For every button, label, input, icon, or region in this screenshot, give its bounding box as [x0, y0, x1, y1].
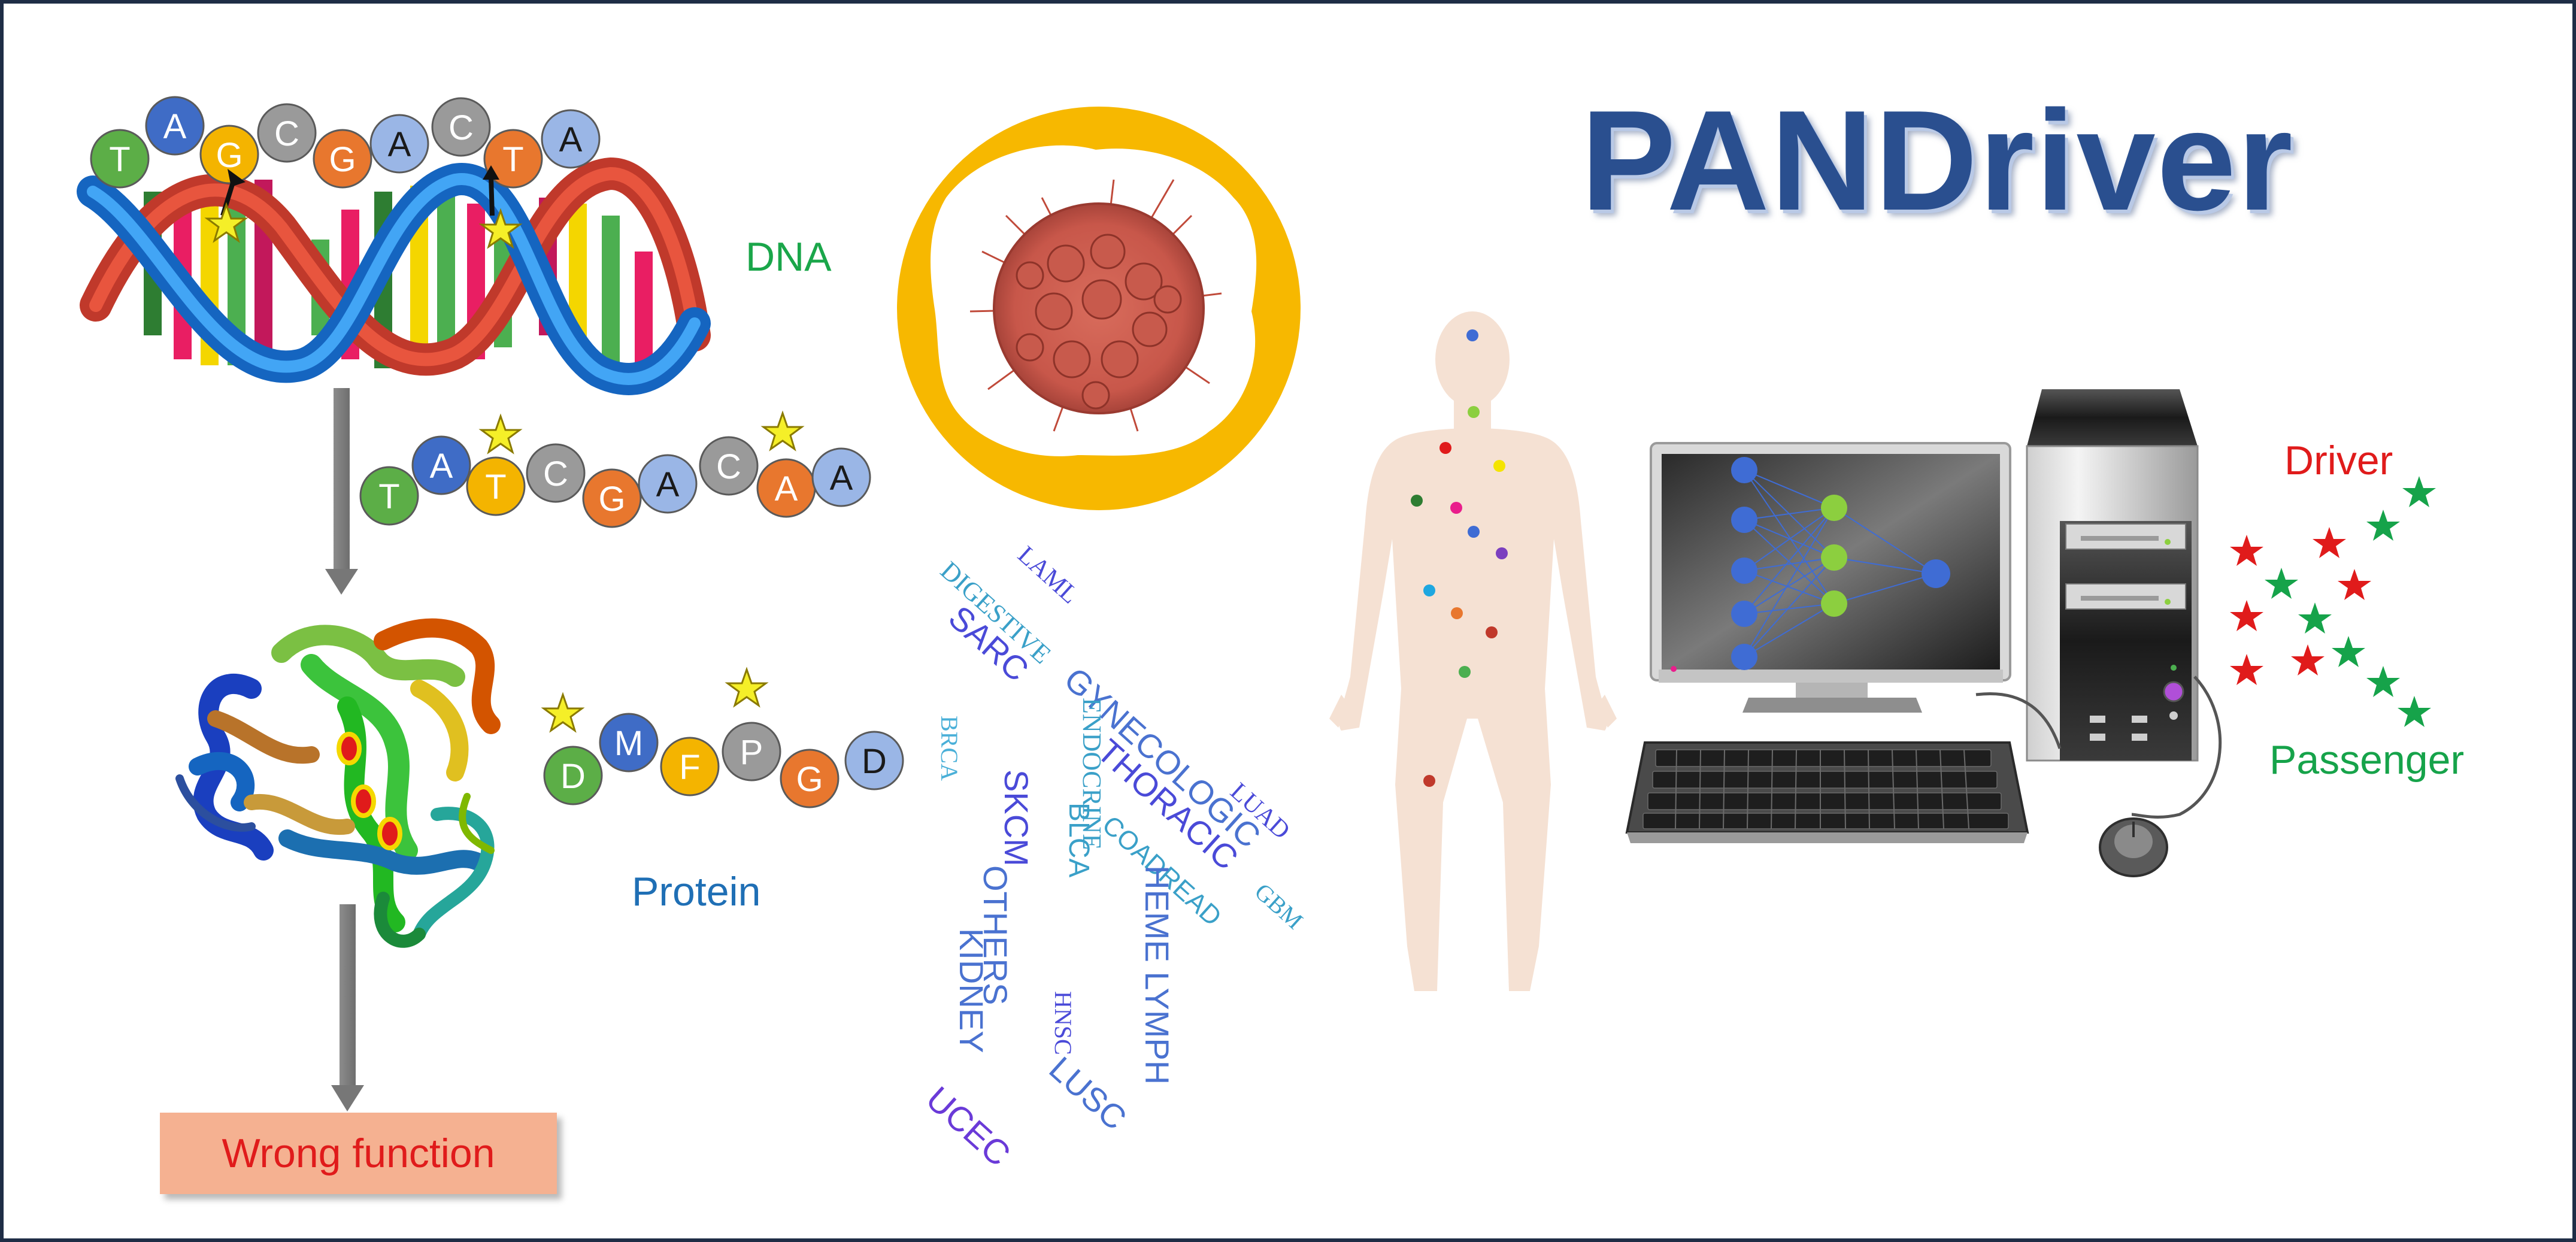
star-icon: [2398, 696, 2431, 727]
base-letter: T: [378, 477, 399, 516]
wrong-function-box: Wrong function: [160, 1113, 557, 1194]
star-icon: [725, 667, 769, 708]
mutation-stars-helix: [204, 202, 523, 249]
star-icon: [2366, 666, 2400, 697]
passenger-label: Passenger: [2269, 737, 2465, 783]
protein-structure: [175, 618, 501, 948]
star-icon: [760, 410, 805, 452]
dna-mid-letters: T A T C G A C A A: [378, 447, 853, 519]
base-letter: A: [163, 107, 187, 146]
dna-mid-sequence: [359, 435, 871, 528]
star-icon: [478, 413, 523, 455]
dna-label: DNA: [745, 234, 832, 280]
base-letter: A: [830, 459, 853, 498]
keyboard-keys: [1642, 749, 2009, 829]
residue-letter: D: [560, 757, 586, 796]
base-letter: A: [388, 125, 411, 164]
star-icon: [2298, 602, 2332, 634]
cancer-type-label: KIDNEY: [953, 928, 990, 1053]
computer-illustration: [1625, 389, 2222, 877]
base-letter: T: [502, 140, 523, 179]
passenger-stars: [2265, 476, 2436, 727]
base-letter: A: [775, 469, 798, 508]
star-icon: [2265, 568, 2298, 599]
dna-helix: [77, 157, 711, 395]
base-letter: C: [274, 114, 299, 153]
dna-top-letters: T A G C G A C T A: [109, 107, 582, 179]
neural-network-diagram: [1744, 469, 1936, 658]
mutation-arrows: [220, 165, 499, 217]
driver-label: Driver: [2284, 438, 2393, 483]
human-body-silhouette: [1329, 311, 1617, 991]
base-letter: G: [598, 480, 625, 519]
mutation-stars-protein: [541, 667, 769, 733]
app-title: PANDriver: [1581, 81, 2294, 240]
star-icon: [2332, 636, 2365, 667]
protein-mutation-sites: [337, 732, 402, 850]
star-icon: [478, 208, 523, 249]
tumor-site-dots: [1411, 329, 1508, 787]
dna-top-sequence: [90, 96, 601, 189]
wrong-function-label: Wrong function: [222, 1131, 495, 1176]
protein-label: Protein: [632, 869, 761, 914]
protein-sequence: [543, 713, 904, 808]
base-letter: T: [109, 140, 130, 179]
base-letter: A: [430, 447, 453, 486]
star-icon: [2402, 476, 2436, 507]
cancer-type-label: HNSC: [1050, 991, 1077, 1055]
base-letter: C: [543, 455, 568, 493]
star-icon: [2230, 654, 2263, 685]
star-icon: [204, 202, 248, 243]
star-icon: [2291, 644, 2325, 675]
protein-letters: D M F P G D: [560, 724, 887, 799]
cancer-type-label: BLCA: [1063, 802, 1095, 878]
cancer-type-label: SKCM: [998, 770, 1035, 867]
base-letter: T: [485, 468, 506, 507]
residue-letter: G: [796, 760, 823, 799]
base-letter: A: [559, 120, 583, 159]
base-letter: C: [716, 447, 741, 486]
residue-letter: M: [614, 724, 643, 763]
flow-arrows: [325, 388, 364, 1111]
residue-letter: D: [862, 742, 887, 781]
residue-letter: F: [679, 748, 700, 787]
star-icon: [2366, 510, 2400, 541]
cancer-type-label: BRCA: [936, 716, 963, 781]
base-letter: G: [329, 140, 356, 179]
residue-letter: P: [740, 733, 763, 772]
star-icon: [541, 692, 585, 733]
star-icon: [2313, 527, 2346, 558]
star-icon: [2230, 600, 2263, 631]
mutation-stars-dna: [478, 410, 805, 455]
cancer-type-label: HEME LYMPH: [1138, 865, 1176, 1085]
neural-network-nodes: [1731, 457, 1950, 670]
base-letter: C: [448, 108, 474, 147]
driver-stars: [2230, 527, 2371, 685]
base-letter: G: [216, 136, 243, 175]
cancer-cell-illustration: [897, 107, 1301, 510]
base-letter: A: [656, 465, 680, 504]
star-icon: [2338, 569, 2371, 600]
star-icon: [2230, 535, 2263, 566]
